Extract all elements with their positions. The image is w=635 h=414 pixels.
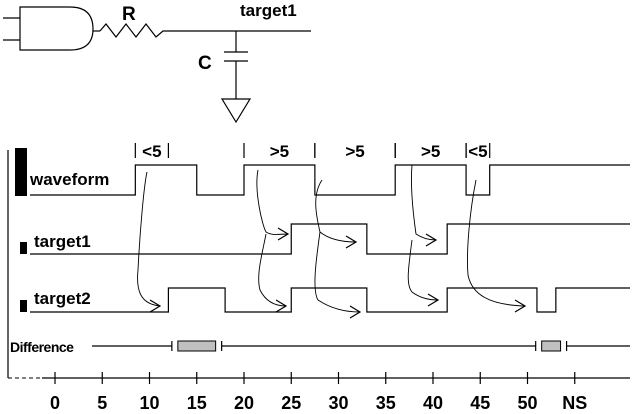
- axis-tick-label: NS: [562, 393, 587, 413]
- difference-track: [92, 340, 630, 352]
- arrowhead-icon: [345, 235, 358, 249]
- axis-tick-label: 0: [50, 393, 60, 413]
- causality-curve: [258, 233, 287, 307]
- resistor-label: R: [122, 4, 136, 25]
- pulse-annotation-label: >5: [421, 142, 440, 161]
- ground-icon: [220, 98, 252, 124]
- capacitor-label: C: [198, 53, 212, 74]
- signal-label-target1: target1: [34, 232, 91, 251]
- causality-curve: [407, 239, 439, 301]
- causality-curve: [256, 169, 289, 235]
- arrowhead-icon: [277, 227, 290, 241]
- difference-region: [541, 340, 562, 352]
- axis-tick-label: 40: [423, 393, 443, 413]
- signal-label-waveform: waveform: [29, 170, 109, 189]
- causality-curve: [411, 164, 437, 241]
- circuit-schematic: R target1 C: [3, 1, 311, 124]
- causality-curve: [315, 179, 357, 243]
- arrowhead-icon: [349, 305, 362, 319]
- difference-region: [177, 340, 217, 352]
- axis-tick-label: 20: [234, 393, 254, 413]
- arrowhead-icon: [275, 299, 288, 313]
- axis-tick-label: 25: [281, 393, 301, 413]
- resistor-icon: [99, 23, 170, 38]
- target2-marker: [20, 300, 27, 312]
- pulse-annotation-label: <5: [468, 142, 487, 161]
- causality-curve: [467, 179, 526, 307]
- trace-target1: [30, 223, 630, 255]
- difference-label: Difference: [10, 339, 74, 355]
- and-gate-icon: [19, 6, 94, 51]
- pulse-annotation-label: <5: [142, 142, 161, 161]
- axis-tick-label: 10: [139, 393, 159, 413]
- time-axis: 0 5 10 15 20 25 30 35 40 45 50 NS: [42, 372, 630, 413]
- trace-waveform: [30, 164, 630, 196]
- causality-curve: [314, 231, 361, 313]
- causality-curve: [137, 171, 161, 307]
- axis-tick-label: 30: [328, 393, 348, 413]
- axis-tick-label: 45: [470, 393, 490, 413]
- waveform-traces: [30, 164, 630, 313]
- arrowhead-icon: [514, 299, 527, 313]
- axis-tick-label: 35: [376, 393, 396, 413]
- axis-tick-label: 15: [187, 393, 207, 413]
- pulse-annotation-label: >5: [270, 142, 289, 161]
- net-label: target1: [240, 1, 297, 20]
- axis-tick-label: 50: [517, 393, 537, 413]
- axis-tick-label: 5: [97, 393, 107, 413]
- arrowhead-icon: [427, 293, 440, 307]
- signal-label-target2: target2: [34, 289, 91, 308]
- pulse-annotations: <5 >5 >5 >5 <5: [134, 142, 491, 161]
- waveform-marker: [15, 148, 27, 196]
- pulse-annotation-label: >5: [345, 142, 364, 161]
- arrowhead-icon: [149, 299, 162, 313]
- trace-target2: [30, 287, 630, 313]
- causality-arrows: [137, 164, 527, 319]
- target1-marker: [20, 242, 27, 254]
- arrowhead-icon: [425, 233, 438, 247]
